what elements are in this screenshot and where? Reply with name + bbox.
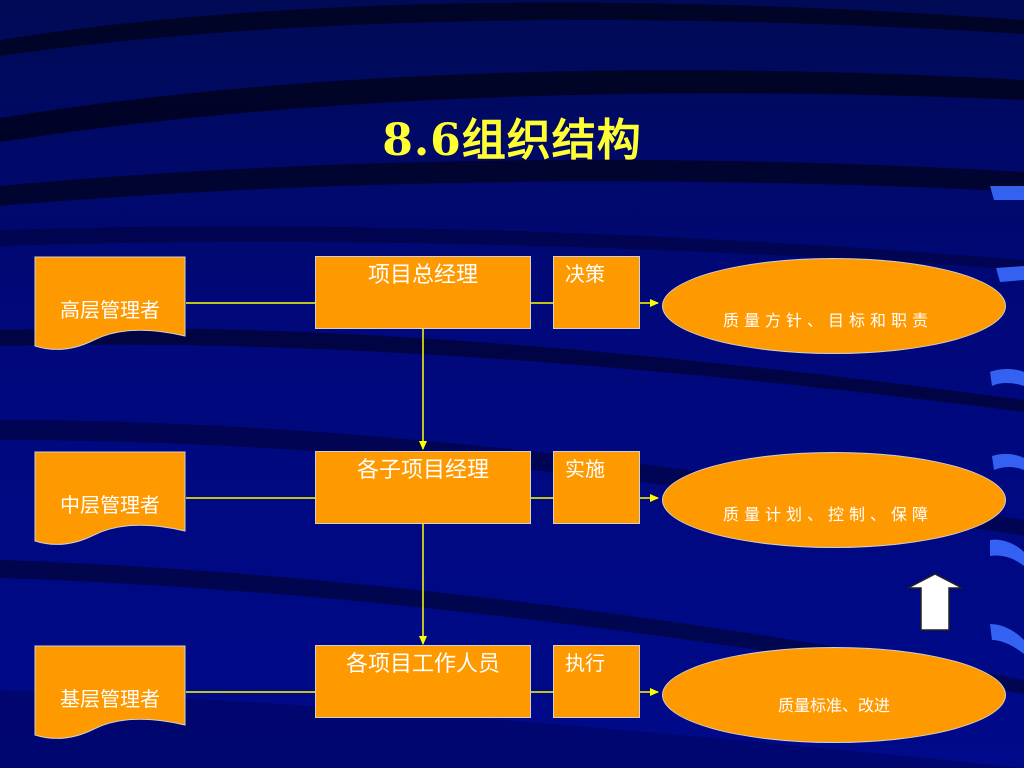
function-tag-execution: 执行	[553, 645, 640, 718]
up-arrow-icon	[907, 573, 963, 631]
role-shape-middle: 中层管理者	[34, 451, 186, 547]
outcome-text-standards: 质量标准、改进	[777, 696, 890, 715]
manager-box-subproject: 各子项目经理	[315, 451, 531, 524]
role-label-junior: 基层管理者	[60, 687, 160, 711]
function-tag-implementation: 实施	[553, 451, 640, 524]
manager-box-staff: 各项目工作人员	[315, 645, 531, 718]
outcome-text-plan: 质量计划、控制、保障	[723, 505, 934, 524]
function-tag-decision: 决策	[553, 256, 640, 329]
role-label-senior: 高层管理者	[60, 298, 160, 322]
outcome-ellipse-policy	[662, 258, 1006, 354]
role-label-middle: 中层管理者	[60, 493, 160, 517]
outcome-ellipse-plan	[662, 452, 1006, 548]
slide-title: 8.6组织结构	[382, 115, 642, 166]
outcome-text-policy: 质量方针、目标和职责	[723, 311, 934, 330]
outcome-ellipse-standards	[662, 647, 1006, 743]
manager-box-general: 项目总经理	[315, 256, 531, 329]
role-shape-senior: 高层管理者	[34, 256, 186, 352]
role-shape-junior: 基层管理者	[34, 645, 186, 741]
